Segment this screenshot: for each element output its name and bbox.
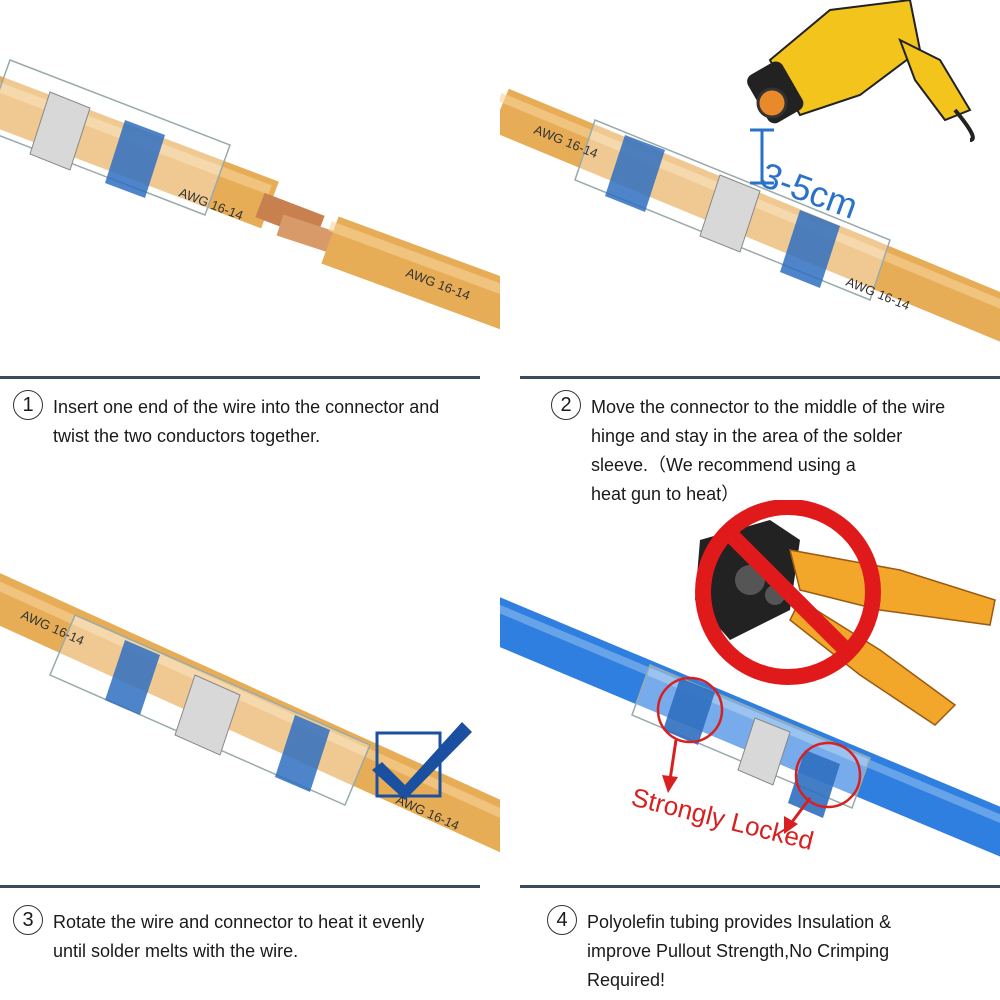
step-number-badge: 1 <box>13 390 43 420</box>
step-3: 3 Rotate the wire and connector to heat … <box>13 905 493 966</box>
step1-illustration: AWG 16-14 AWG 16-14 <box>0 0 500 380</box>
highlight-circle <box>794 741 862 809</box>
step-3-text: Rotate the wire and connector to heat it… <box>53 912 425 961</box>
step-2-text: Move the connector to the middle of the … <box>591 397 946 504</box>
step-number-badge: 2 <box>551 390 581 420</box>
right-wire <box>321 216 500 330</box>
red-arrow-icon <box>662 739 678 793</box>
crimping-tool-icon <box>695 520 996 726</box>
solder-connector <box>0 59 231 216</box>
prohibition-sign-icon <box>695 500 881 685</box>
highlight-circle <box>656 676 724 744</box>
step-1-text: Insert one end of the wire into the conn… <box>53 397 440 446</box>
divider-top-right <box>520 376 1000 379</box>
locked-label: Strongly Locked <box>629 782 817 856</box>
step-4: 4 Polyolefin tubing provides Insulation … <box>547 905 997 995</box>
red-arrow-icon <box>784 797 812 834</box>
heat-gun-icon <box>747 0 975 142</box>
checkmark-icon <box>372 722 472 800</box>
step-4-text: Polyolefin tubing provides Insulation & … <box>587 912 892 990</box>
step-1: 1 Insert one end of the wire into the co… <box>13 390 493 451</box>
distance-indicator <box>750 128 774 185</box>
step-number-badge: 3 <box>13 905 43 935</box>
divider-bottom-right <box>520 885 1000 888</box>
step-2: 2 Move the connector to the middle of th… <box>551 390 996 509</box>
divider-top-left <box>0 376 480 379</box>
step-number-badge: 4 <box>547 905 577 935</box>
step3-illustration: AWG 16-14 AWG 16-14 <box>0 500 500 885</box>
divider-bottom-left <box>0 885 480 888</box>
step2-illustration: 3-5cm AWG 16-14 AWG 16-14 <box>500 0 1000 380</box>
step4-illustration: Strongly Locked <box>500 500 1000 885</box>
